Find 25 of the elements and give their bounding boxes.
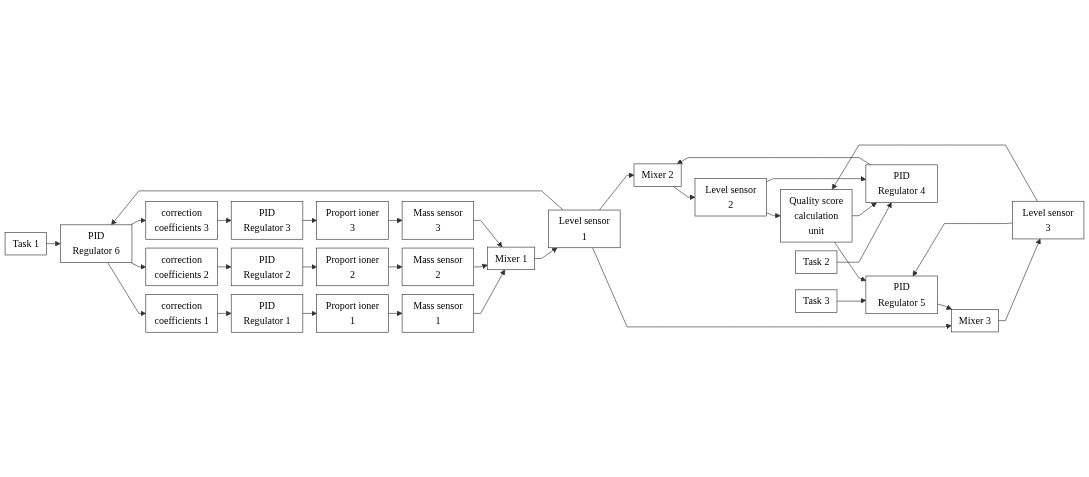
node-box: Task 3 [795,289,838,313]
node-box: Mass sensor 3 [401,201,475,240]
node-box: PID Regulator 2 [230,247,304,286]
node-box: Mass sensor 1 [401,294,475,333]
node-box: Mixer 2 [633,163,682,187]
node-box: Quality score calculation unit [780,188,853,243]
node-box: Level sensor 3 [1012,200,1085,240]
node-box: Proport ioner 3 [316,201,389,240]
node-box: Proport ioner 2 [316,247,389,286]
node-box: correction coefficients 3 [145,201,218,240]
node-box: Mass sensor 2 [401,247,475,286]
node-box: Proport ioner 1 [316,294,389,333]
node-box: Task 1 [4,231,47,256]
node-box: PID Regulator 5 [865,275,938,314]
node-box: PID Regulator 1 [230,294,304,333]
node-box: PID Regulator 6 [60,224,133,263]
node-box: Level sensor 2 [694,177,767,217]
node-box: Mixer 3 [951,308,999,333]
node-box: Mixer 1 [487,246,536,270]
node-box: correction coefficients 1 [145,294,218,333]
node-box: correction coefficients 2 [145,247,218,286]
node-box: Task 2 [795,250,838,274]
node-box: Level sensor 1 [548,209,621,248]
node-box: PID Regulator 4 [865,164,938,203]
node-box: PID Regulator 3 [230,201,304,240]
